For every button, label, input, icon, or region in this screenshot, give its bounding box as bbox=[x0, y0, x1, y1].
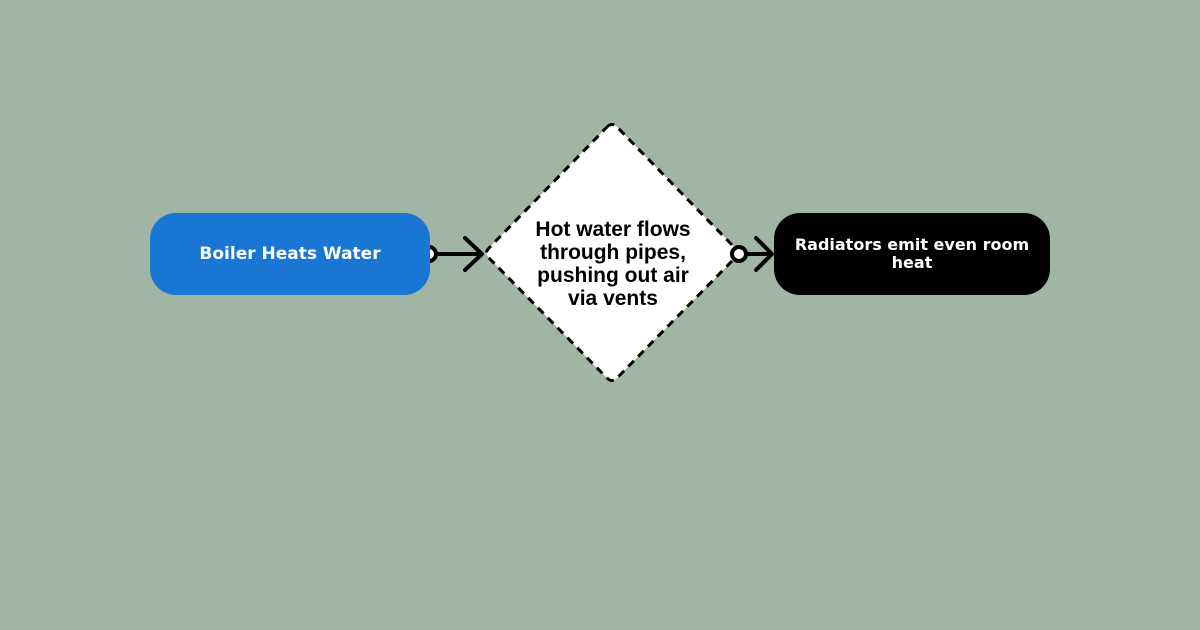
node-radiators-label: Radiators emit even room heat bbox=[794, 235, 1030, 272]
connector-start-circle bbox=[730, 245, 748, 263]
node-boiler-label: Boiler Heats Water bbox=[199, 244, 381, 264]
node-radiators[interactable]: Radiators emit even room heat bbox=[774, 213, 1050, 295]
connector-boiler-to-flow bbox=[420, 236, 484, 272]
connector-flow-to-radiators bbox=[730, 236, 774, 272]
connector-arrowhead bbox=[463, 236, 484, 272]
connector-arrowhead bbox=[754, 236, 774, 272]
node-flow-label: Hot water flows through pipes, pushing o… bbox=[535, 218, 691, 310]
node-boiler[interactable]: Boiler Heats Water bbox=[150, 213, 430, 295]
node-flow[interactable]: Hot water flows through pipes, pushing o… bbox=[520, 212, 706, 316]
